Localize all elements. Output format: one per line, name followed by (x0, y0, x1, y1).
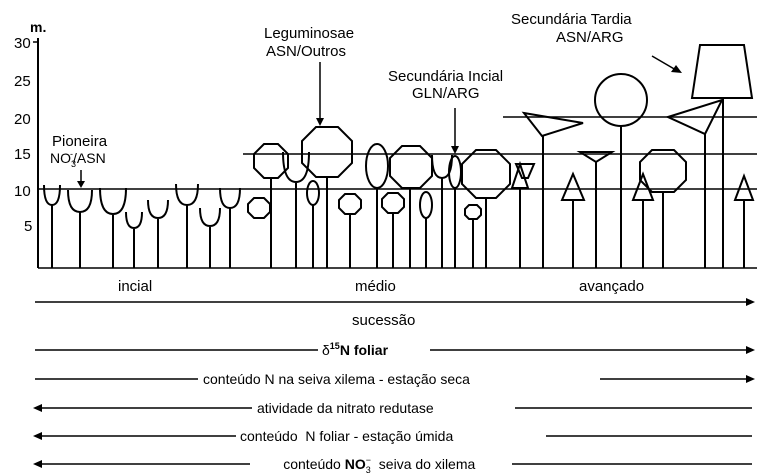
oval-tree (419, 191, 433, 219)
stage-label-avancado: avançado (579, 278, 644, 295)
y-tick-20: 20 (14, 111, 31, 128)
pioneer-tree (147, 199, 169, 268)
trend-arrowhead-right (746, 346, 755, 354)
y-tick-5: 5 (24, 218, 32, 235)
triangle-tree (733, 173, 755, 201)
trend-label-leaf-n-wet: conteúdo N foliar - estação úmida (240, 428, 453, 444)
octagon-tree (464, 204, 482, 220)
trend-arrowhead-left (33, 460, 42, 468)
triangle-tree (514, 163, 536, 179)
oval-tree (448, 155, 462, 189)
round-tree (594, 73, 648, 127)
pioneer-tree (67, 189, 93, 268)
octagon-tree (639, 149, 687, 193)
oval-tree (365, 143, 389, 189)
y-axis-unit: m. (30, 19, 46, 35)
pioneer-tree (43, 184, 61, 268)
trend-label-d15n: δ15N foliar (322, 341, 389, 358)
pioneira-arrowhead (77, 181, 85, 188)
leguminosae-compound-label: ASN/Outros (266, 43, 346, 60)
y-tick-30: 30 (14, 35, 31, 52)
secundaria-inicial-compound-label: GLN/ARG (412, 85, 480, 102)
late-stage-trees (510, 44, 755, 268)
leguminosae-arrowhead (316, 118, 324, 126)
octagon-tree (381, 192, 405, 214)
pioneira-label: Pioneira (52, 133, 108, 150)
triangle-tree (560, 171, 586, 201)
stage-label-inicial: incial (118, 278, 152, 295)
octagon-tree (389, 145, 433, 189)
octagon-tree (301, 126, 353, 178)
octagon-tree (338, 193, 362, 215)
pioneer-tree (99, 187, 127, 268)
trend-arrowhead-left (33, 432, 42, 440)
octagon-tree (461, 149, 511, 199)
pioneira-compound-label: NO3-/ASN (50, 149, 106, 169)
secundaria-tardia-label: Secundária Tardia (511, 11, 632, 28)
triangle-tree (510, 160, 530, 189)
trend-arrowhead-left (33, 404, 42, 412)
secundaria-tardia-arrow (651, 55, 677, 71)
stage-labels: incial médio avançado (118, 278, 644, 295)
funnel-tree (576, 151, 616, 164)
leguminosae-label: Leguminosae (264, 25, 354, 42)
trend-label-nitrate-reductase: atividade da nitrato redutase (257, 400, 434, 416)
pioneer-tree (175, 183, 199, 268)
lamp-tree (690, 44, 754, 99)
trend-labels: δ15N foliar conteúdo N na seiva xilema -… (203, 341, 495, 473)
trend-arrowhead-right (746, 375, 755, 383)
succession-label: sucessão (352, 312, 415, 329)
trend-arrows (33, 346, 755, 468)
mid-stage-trees (247, 126, 511, 268)
flag-tree (521, 111, 584, 138)
trend-label-no3-xylem: conteúdo NO3− seiva do xilema (256, 455, 495, 473)
trend-label-xylem-dry: conteúdo N na seiva xilema - estação sec… (203, 371, 470, 387)
y-tick-15: 15 (14, 146, 31, 163)
secundaria-inicial-label: Secundária Incial (388, 68, 503, 85)
secundaria-inicial-arrowhead (451, 146, 459, 154)
succession-arrowhead (746, 298, 755, 306)
group-labels: Pioneira NO3-/ASN Leguminosae ASN/Outros… (50, 11, 682, 188)
triangle-tree (631, 171, 655, 201)
pioneer-trees (43, 183, 241, 268)
cup-tree (431, 154, 453, 268)
secundaria-tardia-compound-label: ASN/ARG (556, 29, 624, 46)
succession-arrow: sucessão (35, 298, 755, 329)
cup-tree (282, 151, 310, 268)
pioneer-tree (125, 211, 143, 268)
y-tick-10: 10 (14, 183, 31, 200)
secundaria-tardia-arrowhead (671, 65, 682, 73)
stage-label-medio: médio (355, 278, 396, 295)
pioneer-tree (199, 207, 221, 268)
octagon-tree (253, 143, 289, 179)
pioneer-tree (219, 187, 241, 268)
y-axis: m. 30 25 20 15 10 5 (14, 19, 46, 268)
octagon-tree (247, 197, 271, 219)
flag-tree (665, 98, 724, 136)
oval-tree (306, 180, 320, 206)
y-tick-25: 25 (14, 73, 31, 90)
